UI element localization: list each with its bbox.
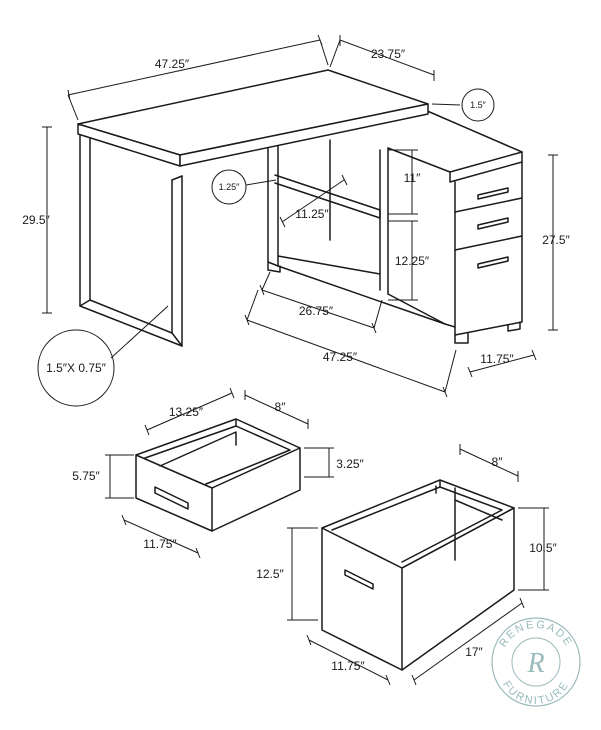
dim-upper-opening: 11″	[388, 149, 421, 215]
label-file-drawer-length: 17″	[465, 645, 483, 659]
dim-shelf-width: 26.75″	[259, 271, 383, 334]
watermark-top-text: RENEGADE	[497, 619, 575, 650]
small-drawer-dimensions: 13.25″ 8″ 5.75″ 3.25″ 11.75″	[72, 387, 365, 559]
callout-leg-size: 1.5″X 0.75″	[37, 305, 169, 407]
file-drawer-dimensions: 8″ 10.5″ 12.5″ 11.75″ 17″	[256, 444, 558, 686]
dim-small-drawer-inner-width: 8″	[244, 390, 309, 429]
dim-small-drawer-inner-height: 3.25″	[304, 447, 365, 478]
dim-small-drawer-height: 5.75″	[72, 454, 134, 499]
label-shelf-depth: 11.25″	[295, 207, 329, 221]
label-lower-opening: 12.25″	[395, 254, 430, 268]
dim-lower-opening: 12.25″	[388, 220, 430, 301]
label-small-drawer-inner-width: 8″	[275, 400, 287, 414]
dim-desk-width: 47.25″	[67, 34, 329, 121]
dim-file-drawer-width: 11.75″	[306, 634, 391, 686]
dim-small-drawer-width: 11.75″	[121, 514, 201, 559]
dim-small-drawer-length: 13.25″	[144, 387, 235, 436]
dim-return-height: 27.5″	[542, 154, 571, 331]
callout-top-thickness: 1.5″	[431, 88, 495, 122]
file-drawer	[321, 479, 515, 671]
dim-return-length: 47.25″	[244, 289, 457, 398]
label-small-drawer-width: 11.75″	[143, 537, 177, 551]
label-desk-height: 29.5″	[22, 213, 50, 227]
label-shelf-width: 26.75″	[299, 304, 334, 318]
watermark-logo-letter: R	[526, 648, 544, 679]
label-return-height: 27.5″	[542, 233, 570, 247]
label-file-drawer-inner-height: 10.5″	[529, 541, 557, 555]
dim-file-drawer-inner-height: 10.5″	[518, 507, 558, 591]
label-desk-depth: 23.75″	[371, 47, 406, 61]
desk-drawing	[77, 69, 523, 347]
callout-shelf-thickness: 1.25″	[211, 169, 277, 205]
desk-dimensions: 47.25″ 23.75″ 1.5″ 29.5″ 1.25″ 11.25″	[22, 34, 571, 407]
dim-file-drawer-length: 17″	[411, 597, 525, 686]
small-drawer	[135, 418, 301, 532]
label-file-drawer-width: 11.75″	[331, 659, 365, 673]
label-top-thickness: 1.5″	[470, 100, 487, 110]
label-upper-opening: 11″	[404, 171, 421, 185]
desk-top	[77, 69, 429, 167]
label-small-drawer-inner-height: 3.25″	[336, 457, 364, 471]
label-return-length: 47.25″	[323, 350, 358, 364]
label-shelf-thickness: 1.25″	[219, 182, 241, 192]
left-leg-frame	[79, 132, 183, 347]
label-small-drawer-length: 13.25″	[169, 405, 204, 419]
dim-return-depth: 11.75″	[467, 349, 537, 378]
dim-shelf-depth: 11.25″	[279, 174, 348, 228]
dim-desk-height: 29.5″	[22, 126, 52, 314]
label-return-depth: 11.75″	[480, 352, 514, 366]
dim-file-drawer-height: 12.5″	[256, 527, 318, 621]
label-file-drawer-height: 12.5″	[256, 567, 284, 581]
label-leg-size: 1.5″X 0.75″	[46, 361, 107, 375]
dim-desk-depth: 23.75″	[329, 35, 435, 81]
watermark-bottom-text: FURNITURE	[500, 679, 572, 707]
label-file-drawer-inner-width: 8″	[492, 455, 504, 469]
renegade-watermark: R RENEGADE FURNITURE	[491, 617, 581, 707]
label-small-drawer-height: 5.75″	[72, 469, 100, 483]
label-desk-width: 47.25″	[155, 57, 190, 71]
dim-file-drawer-inner-width: 8″	[459, 444, 519, 482]
